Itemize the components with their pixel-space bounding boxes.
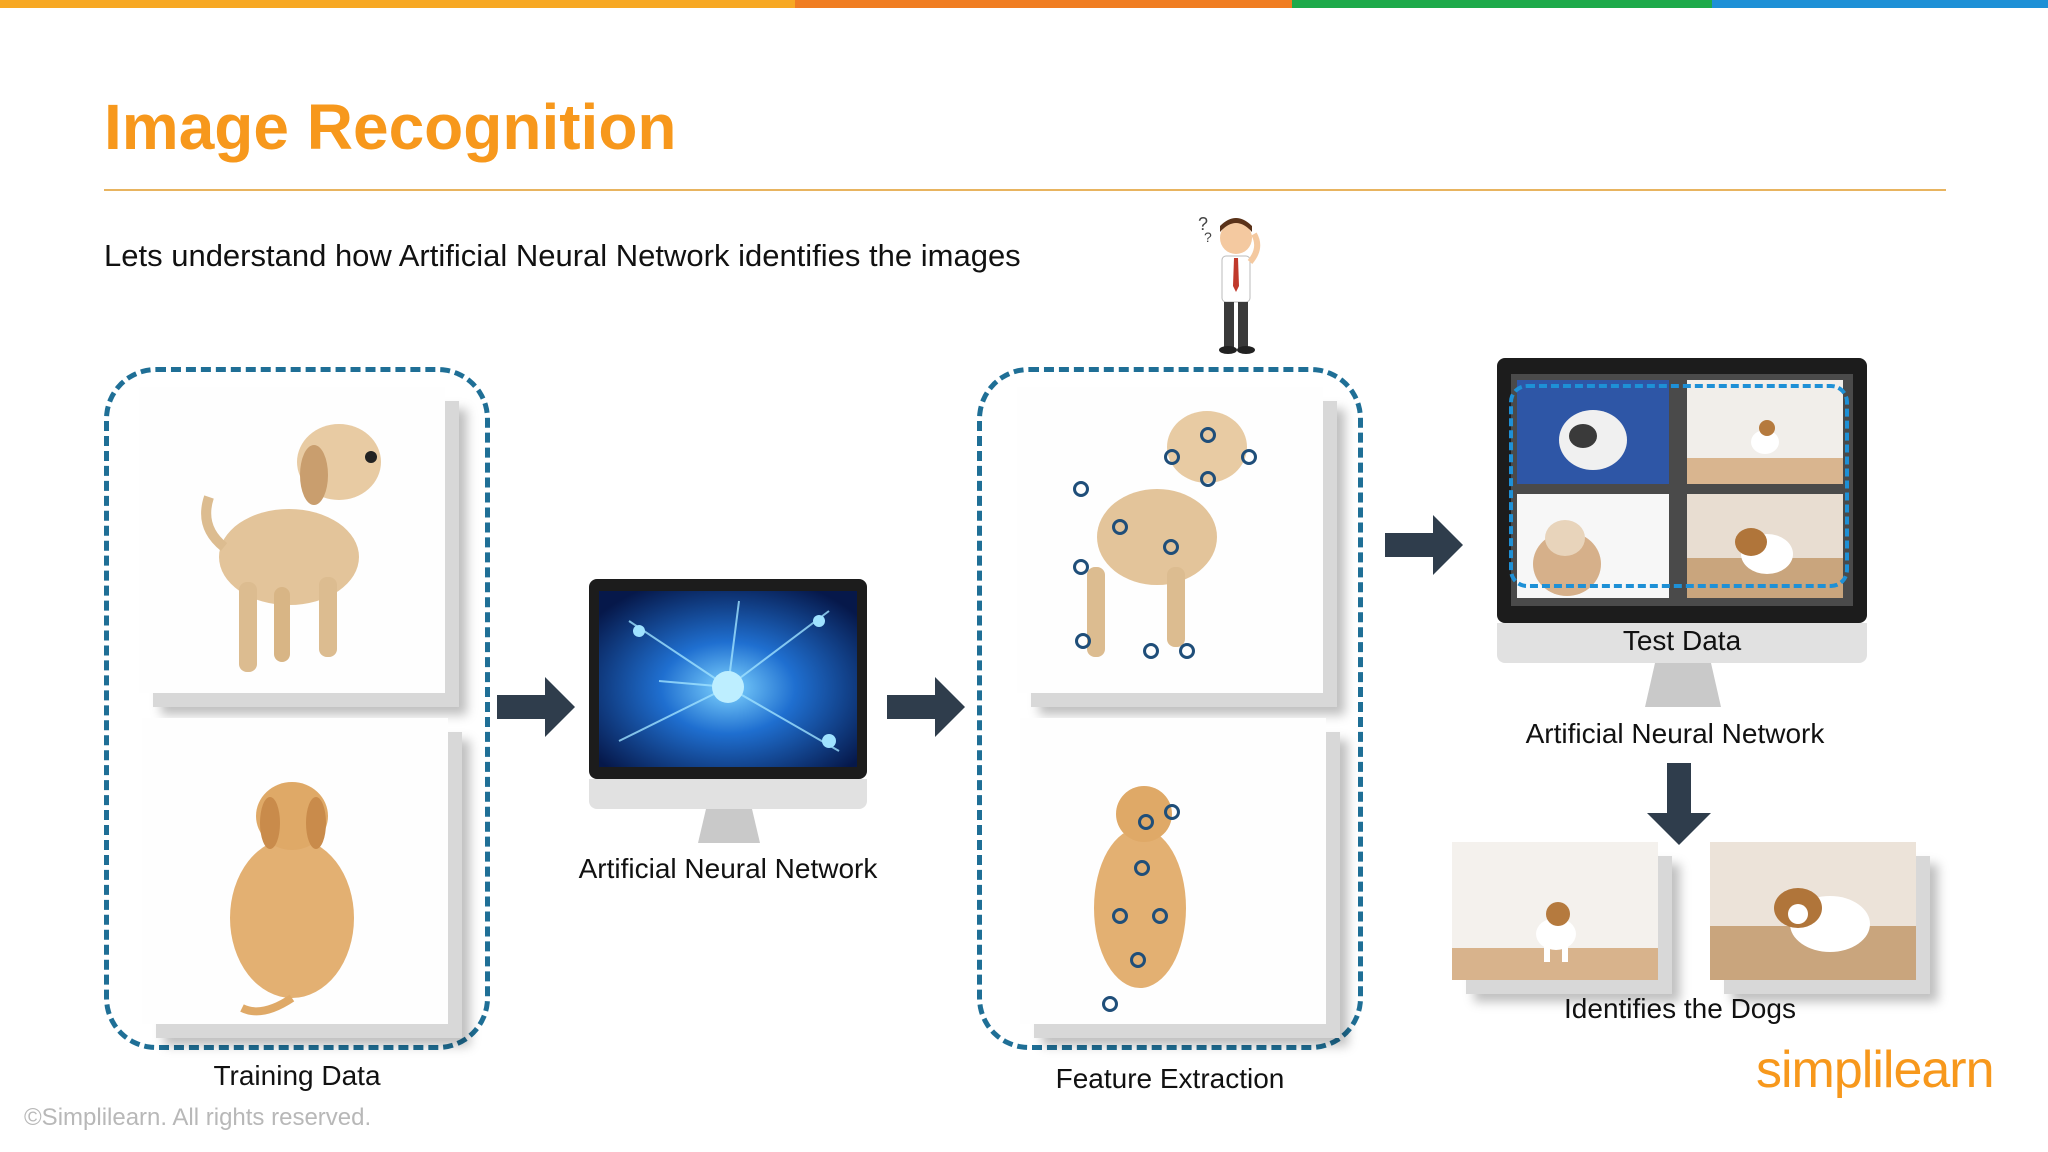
feature-point [1112, 908, 1128, 924]
feature-point [1200, 471, 1216, 487]
feature-point [1073, 481, 1089, 497]
logo-text: simplilearn [1756, 1041, 1995, 1099]
neural-network-screen [599, 591, 857, 767]
ann-label-2: Artificial Neural Network [1525, 718, 1825, 749]
accent-segment-orange [795, 0, 1292, 8]
accent-segment-green [1292, 0, 1712, 8]
dog-photo-1 [1687, 380, 1843, 484]
monitor-icon [589, 579, 867, 779]
training-data-box [104, 367, 490, 1050]
identified-dog-photo-2 [1710, 842, 1916, 980]
feature-point [1143, 643, 1159, 659]
down-arrow-icon [1647, 763, 1711, 845]
dog-standing-photo [139, 387, 445, 693]
right-arrow-icon [497, 677, 575, 737]
title-divider [104, 189, 1946, 191]
copyright-text: ©Simplilearn. All rights reserved. [24, 1104, 372, 1131]
feature-point [1134, 860, 1150, 876]
dog-standing-image [201, 424, 381, 672]
identified-dog-image-2 [1710, 842, 1916, 980]
monitor-stand [1645, 663, 1721, 707]
feature-point [1075, 633, 1091, 649]
accent-segment-yellow [0, 0, 795, 8]
ann-label-1: Artificial Neural Network [578, 853, 878, 884]
monitor-chin [589, 779, 867, 809]
feature-point [1102, 996, 1118, 1012]
simplilearn-logo: simplilearn [1756, 1040, 1995, 1100]
cat-photo-2 [1517, 494, 1669, 598]
accent-segment-blue [1712, 0, 2048, 8]
svg-text:?: ? [1198, 214, 1208, 234]
test-data-dashed-frame [1509, 384, 1849, 588]
dog-standing-features-image [1087, 411, 1247, 657]
monitor-stand [698, 809, 760, 843]
dog-standing-features-photo [1017, 387, 1323, 693]
monitor-chin [1497, 623, 1867, 663]
right-arrow-icon [887, 677, 965, 737]
top-accent-bar [0, 0, 2048, 8]
feature-point [1241, 449, 1257, 465]
dog-photo-2 [1687, 494, 1843, 598]
test-data-label: Test Data [1622, 625, 1742, 656]
test-data-screen [1511, 374, 1853, 606]
dog-sitting-image [230, 782, 354, 1016]
monitor-icon [1497, 358, 1867, 623]
svg-text:?: ? [1204, 229, 1212, 245]
identified-dog-photo-1 [1452, 842, 1658, 980]
feature-point [1164, 449, 1180, 465]
feature-extraction-label: Feature Extraction [1055, 1063, 1285, 1094]
feature-point [1130, 952, 1146, 968]
dog-sitting-features-image [1094, 786, 1186, 988]
dog-sitting-features-photo [1020, 718, 1326, 1024]
cat-photo-1 [1517, 380, 1669, 484]
dog-sitting-photo [142, 718, 448, 1024]
slide-title: Image Recognition [104, 91, 677, 163]
feature-point [1179, 643, 1195, 659]
training-data-label: Training Data [213, 1060, 381, 1091]
feature-point [1112, 519, 1128, 535]
confused-person-icon: ? ? [1198, 214, 1261, 354]
feature-point [1163, 539, 1179, 555]
feature-extraction-box [977, 367, 1363, 1050]
feature-point [1073, 559, 1089, 575]
feature-point [1138, 814, 1154, 830]
identifies-dogs-label: Identifies the Dogs [1564, 993, 1796, 1024]
slide-subtitle: Lets understand how Artificial Neural Ne… [104, 238, 1021, 273]
identified-dog-image-1 [1452, 842, 1658, 980]
feature-point [1152, 908, 1168, 924]
right-arrow-icon [1385, 515, 1463, 575]
feature-point [1164, 804, 1180, 820]
feature-point [1200, 427, 1216, 443]
